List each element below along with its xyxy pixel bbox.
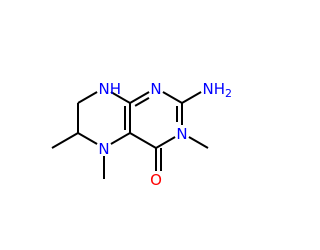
bond-c4a-n5 [110, 132, 131, 145]
atom-symbol: NH [99, 80, 122, 98]
atom-symbol-text: N [98, 140, 109, 158]
bond-line [51, 132, 79, 149]
bond-line [129, 91, 150, 104]
atom-symbol: N [176, 125, 187, 143]
bond-line [155, 136, 176, 149]
atom-n5-label: N [98, 140, 109, 158]
atom-n1-label: N [150, 80, 161, 98]
bond-line-double [134, 96, 150, 107]
atom-o4-label: O [150, 171, 162, 189]
atom-symbol-suffix: 2 [225, 87, 232, 100]
bond-line [77, 91, 98, 104]
atom-nh2-label: NH2 [203, 80, 233, 101]
bond-n5-c6 [77, 132, 98, 145]
bond-c2-nh2 [181, 91, 202, 104]
atom-symbol: O [150, 171, 162, 189]
bond-c7-n8 [77, 91, 98, 104]
atom-n3-label: N [176, 125, 187, 143]
bond-c4a-c8a [124, 103, 131, 133]
atom-symbol: N [150, 80, 161, 98]
bond-c6-me6 [51, 132, 79, 149]
atom-symbol-text: N [176, 125, 187, 143]
bond-line [129, 132, 157, 149]
bond-n1-c2 [162, 91, 183, 104]
atom-symbol: NH2 [203, 80, 233, 101]
bond-layer [51, 91, 209, 179]
bond-n3-me3 [188, 136, 209, 149]
bond-line [110, 91, 131, 104]
bond-n8-c8a [110, 91, 131, 104]
atom-n8-label: NH [99, 80, 122, 98]
bond-c4-o4 [155, 148, 162, 171]
atom-symbol-text: N [150, 80, 161, 98]
bond-line [188, 136, 209, 149]
atom-symbol: N [98, 140, 109, 158]
bond-c4-c4a [129, 132, 157, 149]
atom-symbol-suffix: H [110, 80, 121, 98]
bond-c8a-n1 [129, 91, 150, 107]
bond-line [162, 91, 183, 104]
bond-n3-c4 [155, 136, 176, 149]
bond-line [181, 91, 202, 104]
atom-symbol-text: O [150, 171, 162, 189]
bond-line [110, 132, 131, 145]
bond-c2-n3 [176, 103, 183, 125]
atom-symbol-text: N [99, 80, 110, 98]
atom-symbol-text: NH [203, 80, 226, 98]
bond-line [77, 132, 98, 145]
